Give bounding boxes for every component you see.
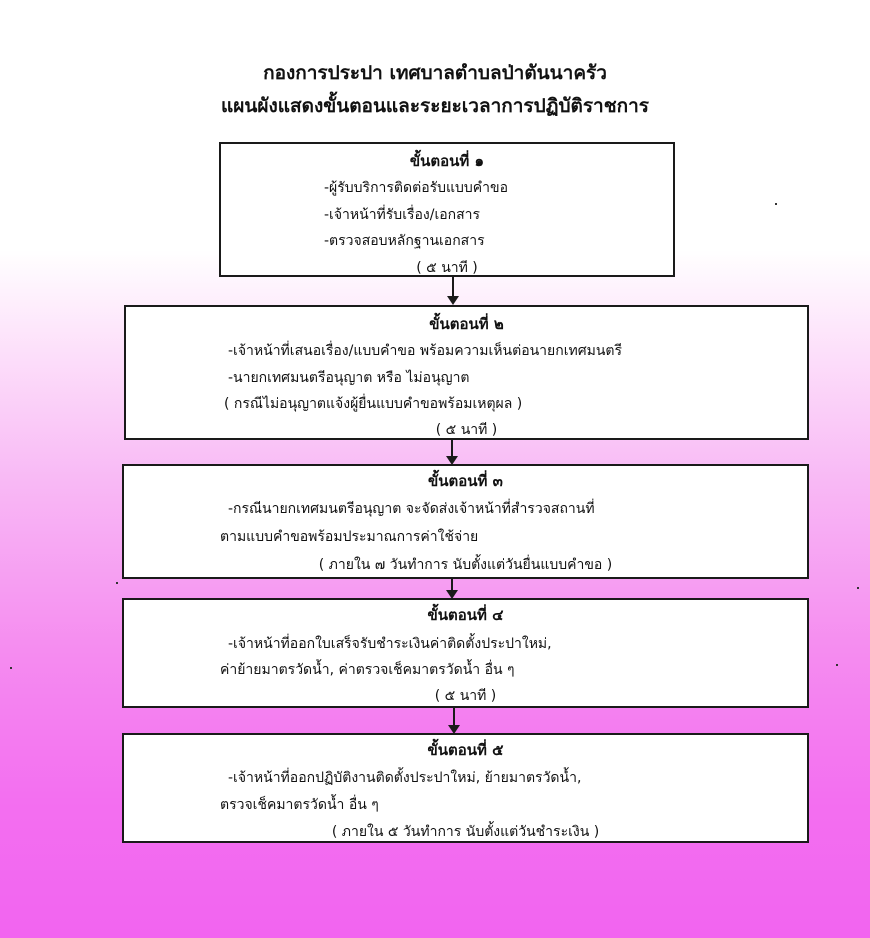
scan-speck [857, 587, 859, 589]
scan-speck [10, 667, 12, 669]
step-2-box: ขั้นตอนที่ ๒ -เจ้าหน้าที่เสนอเรื่อง/แบบค… [124, 305, 809, 440]
step-1-line-2: -เจ้าหน้าที่รับเรื่อง/เอกสาร [324, 207, 481, 223]
step-3-line-2: ตามแบบคำขอพร้อมประมาณการค่าใช้จ่าย [220, 529, 479, 545]
step-1-line-3: -ตรวจสอบหลักฐานเอกสาร [324, 233, 485, 249]
step-5-duration: ( ภายใน ๕ วันทำการ นับตั้งแต่วันชำระเงิน… [331, 824, 600, 840]
arrow-down-icon [446, 579, 458, 599]
step-3-duration: ( ภายใน ๗ วันทำการ นับตั้งแต่วันยื่นแบบค… [318, 557, 613, 573]
step-5-line-2: ตรวจเช็คมาตรวัดน้ำ อื่น ๆ [220, 797, 379, 813]
step-3-line-1: -กรณีนายกเทศมนตรีอนุญาต จะจัดส่งเจ้าหน้า… [228, 501, 595, 517]
step-4-duration: ( ๕ นาที ) [434, 688, 497, 704]
scan-speck [116, 582, 118, 584]
step-5-box: ขั้นตอนที่ ๕ -เจ้าหน้าที่ออกปฏิบัติงานติ… [122, 733, 809, 843]
step-2-line-1: -เจ้าหน้าที่เสนอเรื่อง/แบบคำขอ พร้อมความ… [228, 343, 623, 359]
scan-speck [775, 203, 777, 205]
arrow-down-icon [446, 440, 458, 465]
step-2-duration: ( ๕ นาที ) [435, 422, 498, 438]
step-4-heading: ขั้นตอนที่ ๔ [427, 606, 504, 624]
step-5-line-1: -เจ้าหน้าที่ออกปฏิบัติงานติดตั้งประปาใหม… [228, 770, 582, 786]
step-1-line-1: -ผู้รับบริการติดต่อรับแบบคำขอ [324, 180, 509, 196]
arrow-down-icon [448, 708, 460, 734]
arrow-down-icon [447, 277, 459, 305]
step-1-box: ขั้นตอนที่ ๑ -ผู้รับบริการติดต่อรับแบบคำ… [219, 142, 675, 277]
step-2-line-2: -นายกเทศมนตรีอนุญาต หรือ ไม่อนุญาต [228, 370, 470, 386]
page-subtitle: แผนผังแสดงขั้นตอนและระยะเวลาการปฏิบัติรา… [220, 95, 649, 117]
step-1-duration: ( ๕ นาที ) [416, 260, 478, 276]
step-4-box: ขั้นตอนที่ ๔ -เจ้าหน้าที่ออกใบเสร็จรับชำ… [122, 598, 809, 708]
page-title: กองการประปา เทศบาลตำบลป่าตันนาครัว [263, 62, 607, 84]
step-3-heading: ขั้นตอนที่ ๓ [428, 472, 503, 490]
step-1-heading: ขั้นตอนที่ ๑ [409, 152, 485, 170]
step-4-line-2: ค่าย้ายมาตรวัดน้ำ, ค่าตรวจเช็คมาตรวัดน้ำ… [220, 662, 515, 678]
step-2-heading: ขั้นตอนที่ ๒ [429, 315, 504, 333]
scan-speck [836, 664, 838, 666]
step-5-heading: ขั้นตอนที่ ๕ [427, 741, 504, 759]
step-4-line-1: -เจ้าหน้าที่ออกใบเสร็จรับชำระเงินค่าติดต… [228, 636, 552, 652]
step-2-line-3: ( กรณีไม่อนุญาตแจ้งผู้ยื่นแบบคำขอพร้อมเห… [224, 396, 523, 412]
step-3-box: ขั้นตอนที่ ๓ -กรณีนายกเทศมนตรีอนุญาต จะจ… [122, 464, 809, 579]
